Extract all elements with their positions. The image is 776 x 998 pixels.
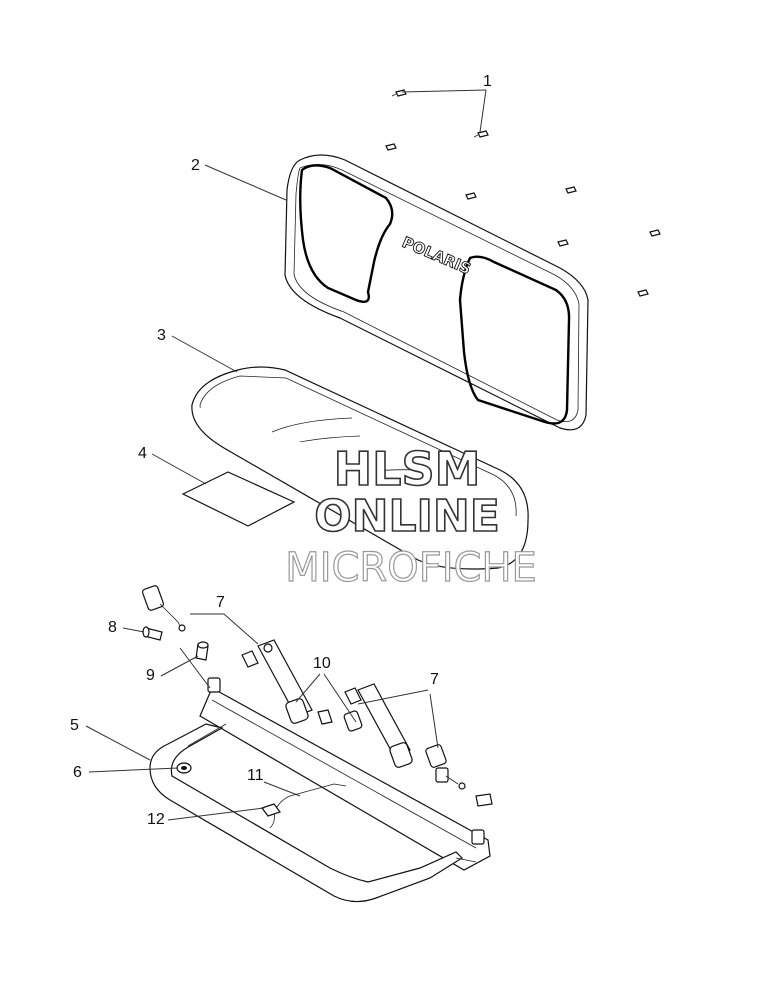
callout-label-5: 5: [70, 717, 79, 734]
callout-label-10: 10: [313, 655, 331, 672]
callout-label-7a: 7: [216, 594, 225, 611]
screws-group: [385, 89, 661, 297]
callout-12: 12: [147, 807, 265, 828]
bolt-right: [475, 793, 493, 807]
bolt-8: [142, 626, 163, 641]
callout-7b: 7: [357, 671, 439, 749]
callout-label-4: 4: [138, 445, 147, 462]
seat-bottom: [191, 366, 529, 570]
callout-label-1: 1: [483, 73, 492, 90]
callout-label-9: 9: [146, 667, 155, 684]
callout-6: 6: [73, 764, 179, 781]
seat-back: POLARIS: [284, 154, 589, 431]
callout-2: 2: [191, 157, 287, 201]
clip-12: [261, 803, 281, 817]
callout-5: 5: [70, 717, 151, 761]
callout-8: 8: [108, 619, 145, 636]
screw: [557, 239, 569, 247]
seat-belt-retractor-left: [241, 639, 333, 725]
nut-9: [195, 641, 209, 661]
screw: [391, 89, 407, 97]
screw: [465, 192, 477, 200]
watermark: HLSM ONLINE MICROFICHE: [285, 441, 538, 591]
screw: [565, 186, 577, 194]
callout-9: 9: [146, 647, 211, 689]
seat-belt-buckle-left: [141, 585, 186, 632]
watermark-line-3: MICROFICHE: [285, 545, 537, 591]
callout-11: 11: [247, 767, 301, 797]
callout-7a: 7: [190, 594, 259, 645]
seat-frame: [149, 677, 491, 903]
callout-label-6: 6: [73, 764, 82, 781]
screw: [637, 289, 649, 297]
callout-1: 1: [401, 73, 492, 133]
seat-belt-buckle-right: [425, 744, 466, 790]
callout-4: 4: [138, 445, 207, 485]
screw: [385, 143, 397, 151]
callout-label-11: 11: [247, 767, 264, 784]
watermark-line-1: HLSM: [334, 442, 481, 496]
seat-belt-retractor-right: [343, 683, 413, 768]
seat-pad: [181, 471, 296, 527]
callout-label-8: 8: [108, 619, 117, 636]
grommet-6: [176, 762, 192, 774]
callout-label-7b: 7: [430, 671, 439, 688]
screw: [649, 229, 661, 237]
callout-label-2: 2: [191, 157, 200, 174]
callout-label-3: 3: [157, 327, 166, 344]
callout-3: 3: [157, 327, 238, 373]
screw: [473, 130, 489, 138]
callout-label-12: 12: [147, 811, 165, 828]
watermark-line-2: ONLINE: [314, 491, 500, 542]
callout-10: 10: [295, 655, 357, 723]
